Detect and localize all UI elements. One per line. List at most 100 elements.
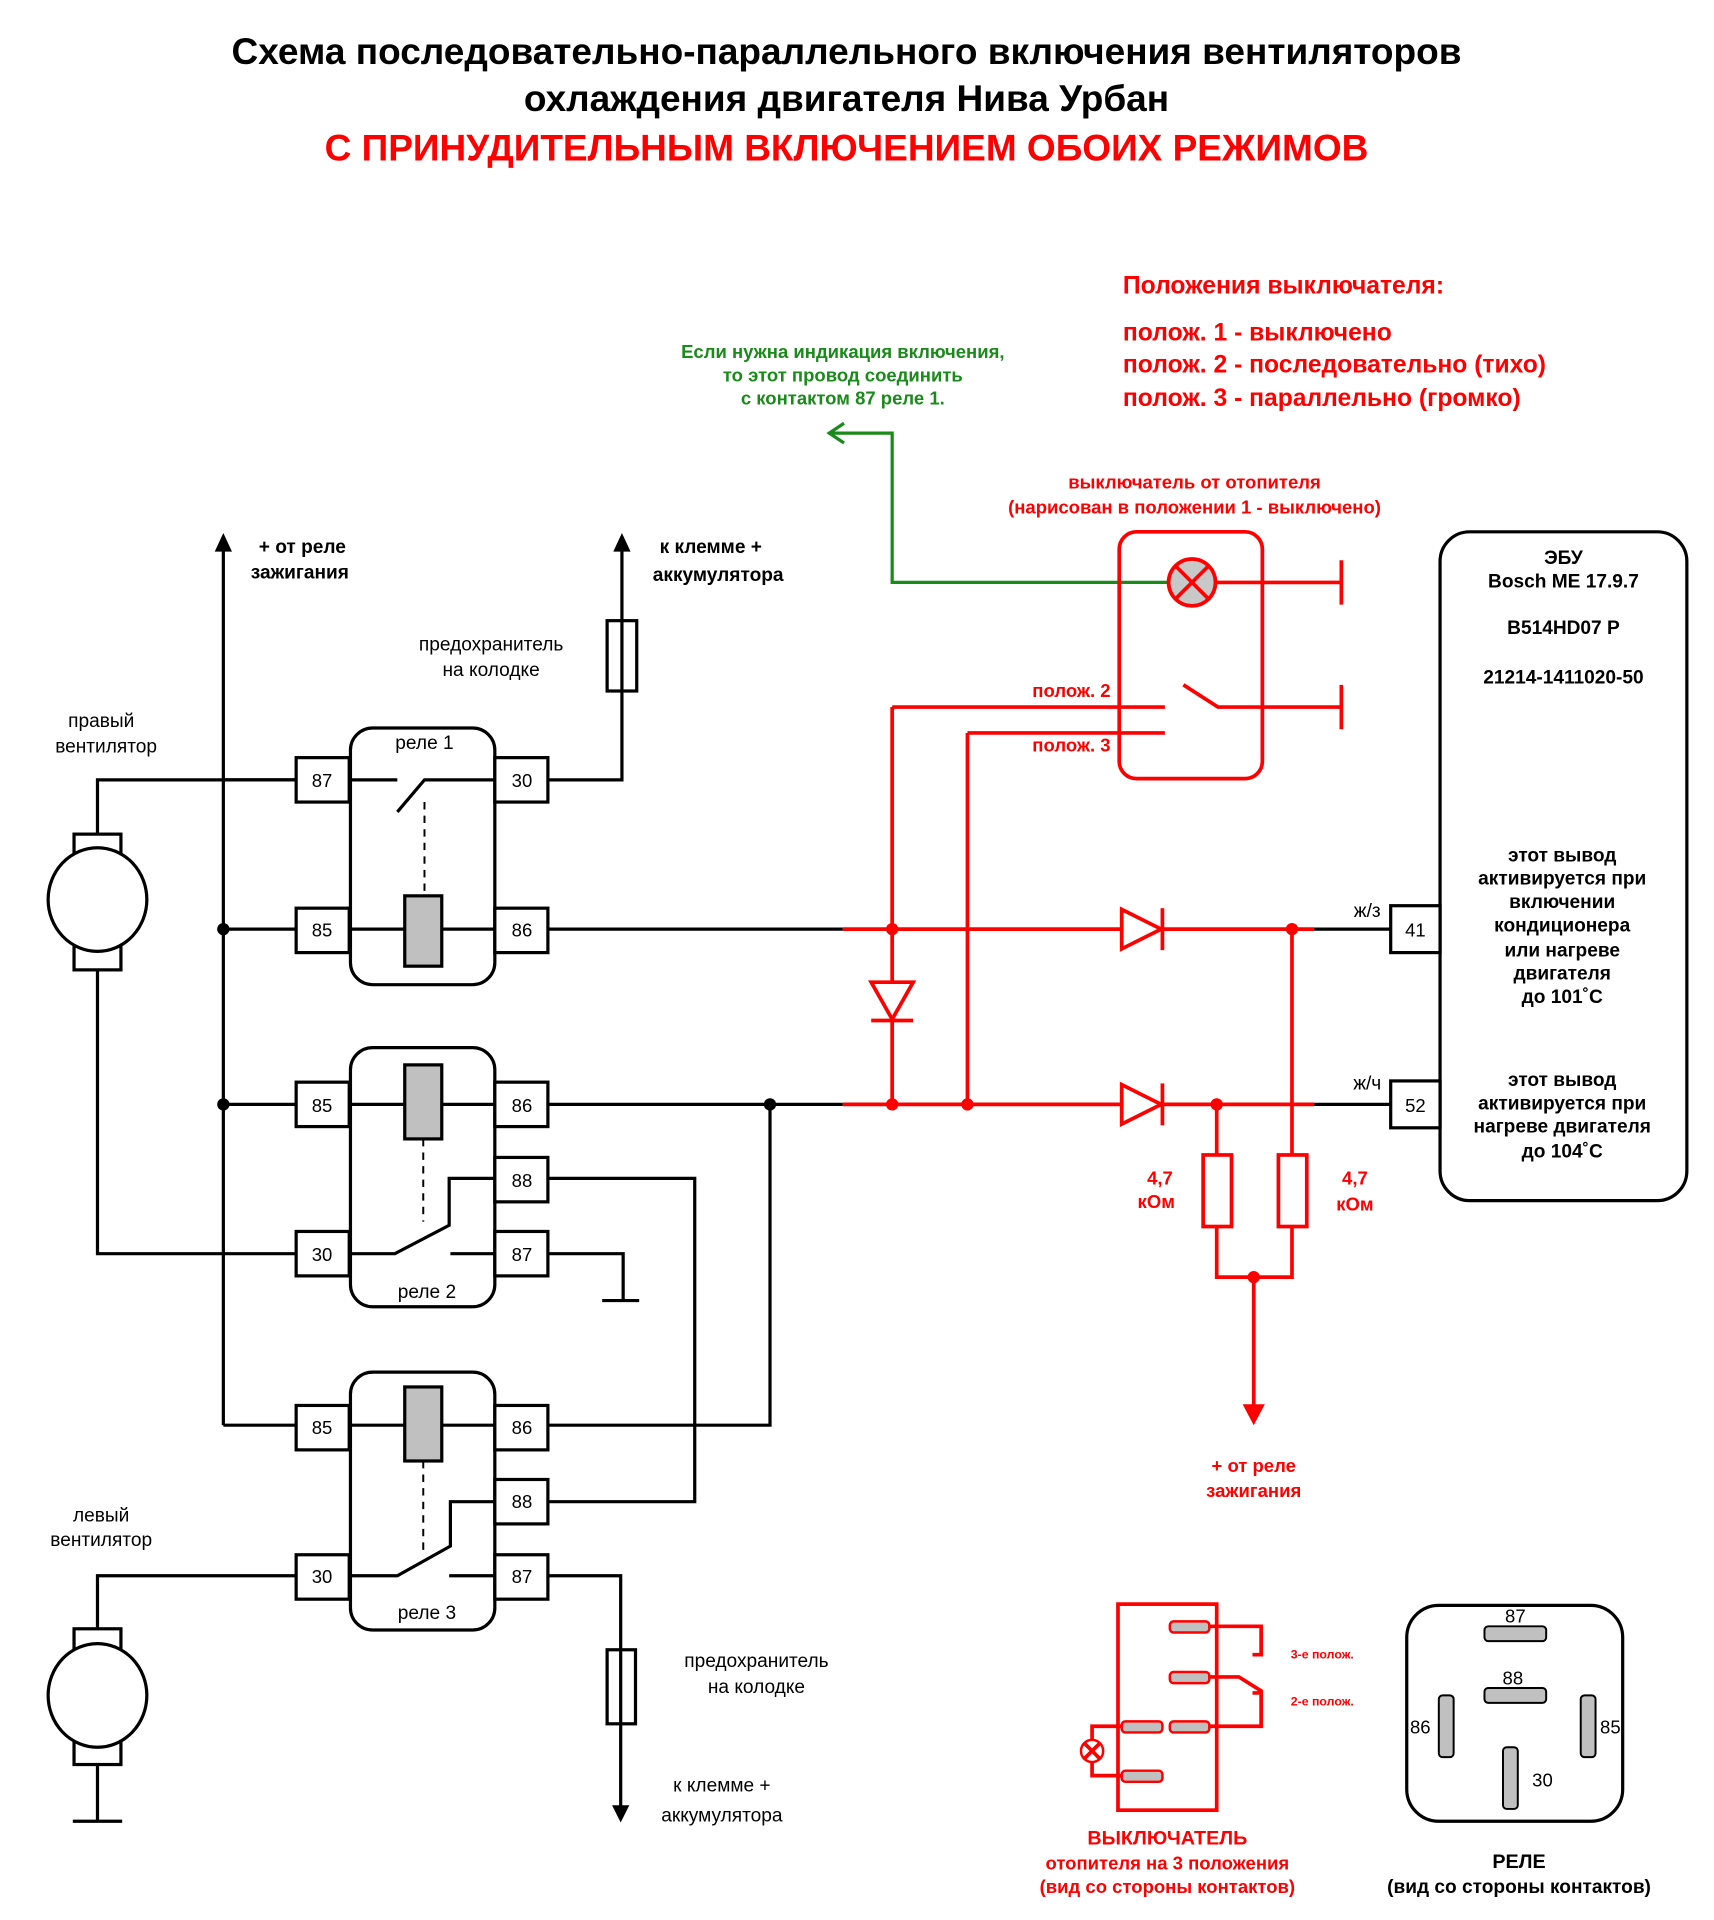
wire: [1209, 1691, 1263, 1729]
left-fan-label: левый: [73, 1505, 129, 1526]
relay-2: 85 86 88 30 87 реле 2: [223, 1046, 843, 1504]
title-line-3: С ПРИНУДИТЕЛЬНЫМ ВКЛЮЧЕНИЕМ ОБОИХ РЕЖИМО…: [325, 126, 1369, 168]
indication-note: Если нужна индикация включения, то этот …: [681, 341, 1175, 585]
pin-label: 88: [512, 1491, 533, 1512]
ecu-pin-41: [1389, 904, 1442, 955]
pin-label: 85: [312, 1095, 333, 1116]
pin-label: 30: [312, 1566, 333, 1587]
switch-pin: [1168, 1720, 1211, 1734]
switch-body: [1117, 529, 1265, 781]
positions-legend: Положения выключателя: полож. 1 - выключ…: [1123, 273, 1546, 412]
switch-caption: выключатель от отопителя: [1068, 472, 1321, 493]
right-fan-label: вентилятор: [55, 737, 157, 758]
switch-pos3-label: 3-е полож.: [1291, 1647, 1354, 1661]
relay-pinout: 87 88 86 85 30 РЕЛЕ (вид со стороны конт…: [1387, 1603, 1651, 1898]
pin-label: 86: [512, 1417, 533, 1438]
resistor-value: 4,7: [1147, 1168, 1173, 1189]
title-line-2: охлаждения двигателя Нива Урбан: [524, 77, 1169, 119]
pin-box: [294, 906, 351, 955]
diode-icon: [1119, 906, 1166, 952]
junction-dot: [1210, 1098, 1223, 1111]
wire: [95, 778, 297, 835]
pin-label: 88: [512, 1170, 533, 1191]
wire-color-label: ж/ч: [1353, 1074, 1381, 1095]
arrow-left-icon: [826, 421, 845, 445]
arrow-down-icon: [612, 1805, 630, 1823]
junction-dot: [763, 1098, 777, 1111]
pin-label: 85: [1600, 1717, 1621, 1738]
switch-caption: (вид со стороны контактов): [1040, 1876, 1295, 1897]
relay-3: 85 86 88 30 87 реле 3: [223, 1104, 772, 1632]
switch-pin: [1168, 1620, 1211, 1634]
diode-icon: [868, 980, 917, 1023]
resistor-value: 4,7: [1342, 1168, 1368, 1189]
pin-box: [493, 1155, 550, 1204]
note-line: то этот провод соединить: [723, 364, 963, 385]
position-item: полож. 1 - выключено: [1123, 320, 1392, 347]
ignition-label-red: + от реле: [1212, 1455, 1296, 1476]
title-line-1: Схема последовательно-параллельного вклю…: [232, 30, 1462, 72]
pin-label: 85: [312, 1417, 333, 1438]
desc-line: двигателя: [1513, 964, 1611, 985]
relay-pin: [1502, 1746, 1519, 1810]
pin52-description: этот вывод активируется при нагреве двиг…: [1474, 1070, 1651, 1163]
desc-line: или нагреве: [1504, 940, 1620, 961]
pin-box: [493, 1403, 550, 1452]
junction-dot: [961, 1098, 974, 1111]
positions-heading: Положения выключателя:: [1123, 273, 1444, 300]
resistor-icon: [1276, 1153, 1309, 1229]
wire: [547, 1104, 772, 1427]
title-block: Схема последовательно-параллельного вклю…: [232, 30, 1462, 168]
indication-wire: [829, 431, 1175, 585]
right-fan-label: правый: [68, 711, 134, 732]
pin-label: 86: [1410, 1717, 1431, 1738]
switch-pinout-body: [1116, 1602, 1219, 1813]
desc-line: активируется при: [1478, 869, 1646, 890]
junction-dot: [885, 922, 899, 936]
desc-line: кондиционера: [1494, 916, 1630, 937]
relay-pin: [1483, 1687, 1548, 1704]
arrow-down-icon: [1242, 1404, 1265, 1426]
relay-coil: [403, 1385, 444, 1463]
resistor-icon: [1201, 1153, 1234, 1229]
fuse-label: на колодке: [443, 660, 540, 681]
arrow-up-icon: [613, 533, 631, 552]
relay-pin: [1579, 1694, 1597, 1759]
relay-pin: [1483, 1625, 1548, 1643]
pin-box: [294, 1229, 351, 1278]
pin-box: [294, 1553, 351, 1601]
left-fan: левый вентилятор: [46, 1505, 297, 1823]
desc-line: этот вывод: [1508, 845, 1616, 866]
relay-pin: [1437, 1694, 1455, 1759]
wire: [547, 1252, 625, 1301]
ecu-code: B514HD07 P: [1507, 618, 1620, 639]
position-item: полож. 3 - параллельно (громко): [1123, 385, 1521, 412]
pin-label: 86: [512, 1095, 533, 1116]
pin-label: 85: [312, 920, 333, 941]
relay-1: реле 1 87 30 85 86: [223, 726, 843, 987]
pin-label: 88: [1503, 1667, 1524, 1688]
pin-box: [294, 1080, 351, 1129]
note-line: с контактом 87 реле 1.: [741, 388, 945, 409]
ecu-code: 21214-1411020-50: [1483, 668, 1643, 689]
wire: [350, 1176, 495, 1256]
switch-pin: [1120, 1720, 1164, 1734]
wire: [1214, 1226, 1294, 1279]
pin-label: 87: [1505, 1606, 1526, 1627]
fan-motor-icon: [46, 846, 149, 953]
resistor-value: кОм: [1138, 1191, 1175, 1212]
fuse-label: предохранитель: [419, 634, 563, 655]
relay-name: реле 1: [395, 733, 453, 754]
resistor-value: кОм: [1336, 1193, 1373, 1214]
switch-pinout: 3-е полож. 2-е полож. ВЫКЛЮЧАТЕЛЬ отопит…: [1040, 1602, 1354, 1897]
relay-coil: [403, 894, 444, 968]
switch-pos2-label: 2-е полож.: [1291, 1694, 1354, 1708]
right-fan: правый вентилятор: [46, 711, 297, 1256]
fan-motor-icon: [46, 1641, 149, 1749]
pin41-description: этот вывод активируется при включении ко…: [1478, 845, 1646, 1008]
ignition-label: + от реле: [259, 537, 346, 558]
diode-icon: [1119, 1081, 1166, 1128]
desc-line: до 101˚С: [1522, 987, 1603, 1008]
battery-feed-bottom: предохранитель на колодке к клемме + акк…: [547, 1574, 829, 1826]
